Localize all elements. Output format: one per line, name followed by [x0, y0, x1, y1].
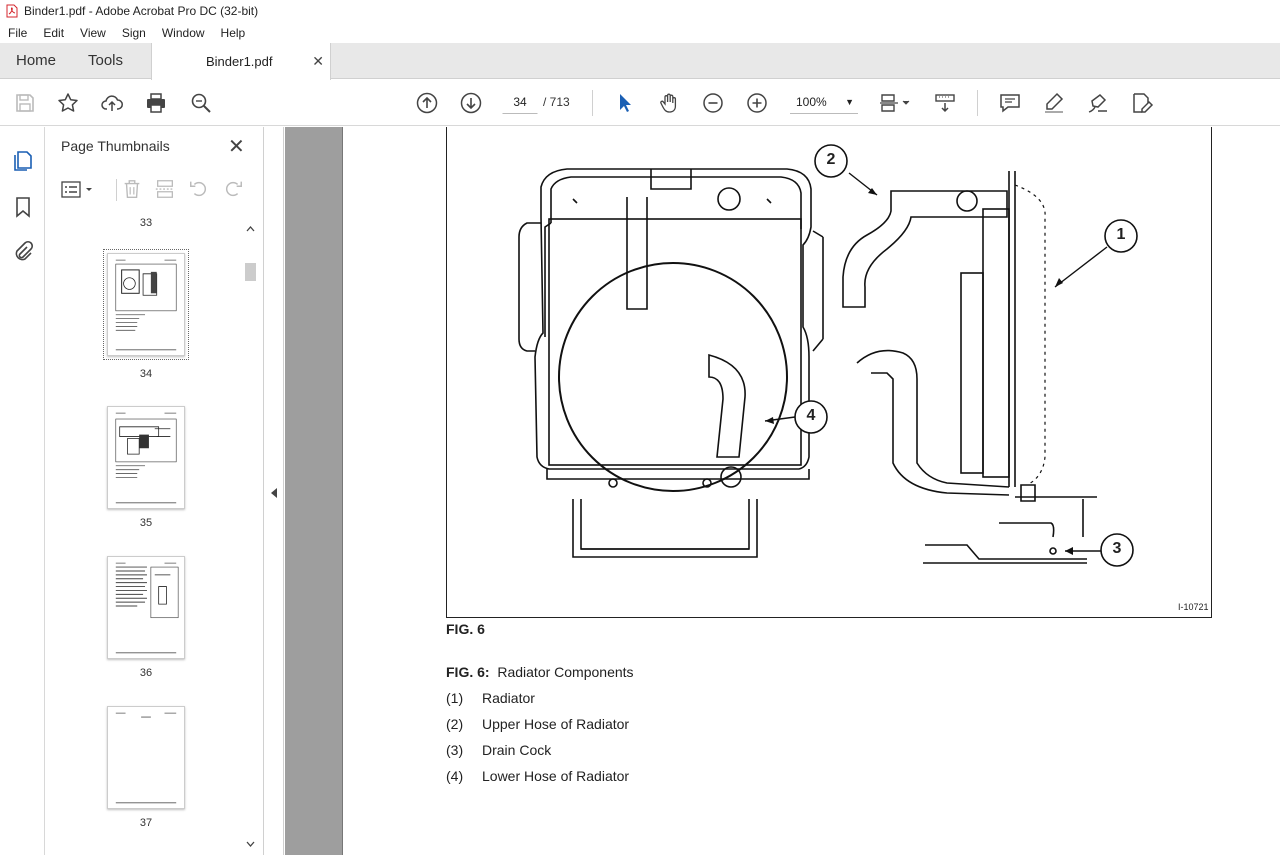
- legend-number: (4): [446, 768, 464, 784]
- menu-file[interactable]: File: [8, 25, 28, 40]
- thumbnail-page-number: 36: [139, 667, 153, 679]
- thumbnail-page-35[interactable]: [107, 406, 185, 509]
- insert-page-icon[interactable]: [154, 178, 176, 200]
- upload-icon[interactable]: [99, 90, 125, 116]
- thumbnail-page-37[interactable]: [107, 706, 185, 809]
- zoom-in-icon[interactable]: [744, 90, 770, 116]
- document-tab-label: Binder1.pdf: [206, 54, 273, 69]
- legend-item: (2) Upper Hose of Radiator: [446, 716, 629, 732]
- callout-3-label: 3: [1112, 540, 1122, 557]
- tab-tools[interactable]: Tools: [88, 52, 124, 69]
- panel-title: Page Thumbnails: [61, 138, 170, 154]
- tools-divider: [116, 179, 117, 201]
- title-bar: Binder1.pdf - Adobe Acrobat Pro DC (32-b…: [0, 0, 1280, 22]
- options-menu-icon[interactable]: [61, 179, 95, 201]
- figure-caption: FIG. 6: Radiator Components: [446, 664, 634, 680]
- thumbnail-page-36[interactable]: [107, 556, 185, 659]
- legend-item: (3) Drain Cock: [446, 742, 551, 758]
- close-tab-icon[interactable]: ✕: [312, 53, 324, 69]
- page-total: / 713: [543, 95, 570, 109]
- legend-number: (3): [446, 742, 464, 758]
- page-thumbnails-icon[interactable]: [11, 149, 35, 173]
- tab-home[interactable]: Home: [16, 52, 57, 69]
- zoom-dropdown[interactable]: 100% ▼: [790, 90, 858, 114]
- thumbnail-page-34[interactable]: [103, 249, 189, 360]
- figure-frame: 2 1 3 4: [446, 127, 1212, 618]
- chevron-down-icon: ▼: [845, 96, 854, 107]
- rotate-left-icon[interactable]: [188, 178, 210, 200]
- callout-2: [814, 144, 848, 178]
- delete-icon[interactable]: [121, 178, 143, 200]
- thumbnail-page-number: 35: [139, 517, 153, 529]
- hand-icon[interactable]: [656, 90, 682, 116]
- figure-label: FIG. 6: [446, 621, 485, 637]
- thumbnail-page-number: 37: [139, 817, 153, 829]
- tab-bar: Home Tools Binder1.pdf ✕: [0, 43, 1280, 80]
- highlight-icon[interactable]: [1041, 90, 1067, 116]
- bookmark-icon[interactable]: [11, 195, 35, 219]
- page-up-icon[interactable]: [414, 90, 440, 116]
- legend-item: (1) Radiator: [446, 690, 535, 706]
- thumbnail-tools: [61, 177, 251, 203]
- caption-label: FIG. 6:: [446, 664, 490, 680]
- legend-text: Lower Hose of Radiator: [482, 768, 630, 784]
- callout-4-label: 4: [806, 407, 816, 424]
- menu-help[interactable]: Help: [220, 25, 246, 40]
- menu-edit[interactable]: Edit: [43, 25, 65, 40]
- callout-1: [1104, 219, 1138, 253]
- sign-icon[interactable]: [1085, 90, 1111, 116]
- toolbar-divider: [592, 90, 593, 116]
- navigation-rail: [0, 127, 45, 855]
- caption-text: Radiator Components: [497, 664, 634, 680]
- menu-bar: File Edit View Sign Window Help: [0, 22, 1280, 43]
- close-panel-icon[interactable]: ✕: [228, 136, 245, 158]
- thumbnail-page-number: 34: [139, 368, 153, 380]
- legend-text: Radiator: [482, 690, 535, 706]
- toolbar-divider: [977, 90, 978, 116]
- radiator-diagram: [518, 144, 1138, 567]
- legend-number: (2): [446, 716, 464, 732]
- comment-icon[interactable]: [997, 90, 1023, 116]
- collapse-panel-handle[interactable]: [264, 127, 284, 855]
- search-icon[interactable]: [188, 90, 214, 116]
- menu-window[interactable]: Window: [161, 25, 205, 40]
- window-title: Binder1.pdf - Adobe Acrobat Pro DC (32-b…: [24, 4, 259, 18]
- callout-1-label: 1: [1116, 226, 1126, 243]
- edit-pdf-icon[interactable]: [1129, 90, 1155, 116]
- tab-document[interactable]: Binder1.pdf ✕: [151, 43, 331, 80]
- thumbnail-list: 33 34 35 36 37: [45, 215, 245, 855]
- figure-id: I-10721: [1178, 602, 1209, 612]
- callout-4: [794, 400, 828, 434]
- legend-text: Drain Cock: [482, 742, 552, 758]
- legend-text: Upper Hose of Radiator: [482, 716, 630, 732]
- page-number-input[interactable]: 34: [502, 90, 538, 114]
- legend-number: (1): [446, 690, 464, 706]
- collapse-arrow-icon: [271, 488, 277, 498]
- zoom-value: 100%: [796, 94, 827, 109]
- legend-item: (4) Lower Hose of Radiator: [446, 768, 629, 784]
- rotate-right-icon[interactable]: [222, 178, 244, 200]
- callout-2-label: 2: [826, 151, 836, 168]
- callout-3: [1100, 533, 1134, 567]
- save-icon[interactable]: [12, 90, 38, 116]
- print-icon[interactable]: [143, 90, 169, 116]
- thumbnail-scrollbar[interactable]: [243, 218, 258, 855]
- page-thumbnails-panel: Page Thumbnails ✕ 33 34 35 36 37: [45, 127, 264, 855]
- thumbnail-page-number: 33: [139, 217, 153, 229]
- zoom-out-icon[interactable]: [700, 90, 726, 116]
- scroll-mode-icon[interactable]: [932, 90, 958, 116]
- menu-sign[interactable]: Sign: [121, 25, 146, 40]
- main-toolbar: [0, 80, 1280, 126]
- page-down-icon[interactable]: [458, 90, 484, 116]
- fit-page-icon[interactable]: [876, 90, 912, 116]
- star-icon[interactable]: [55, 90, 81, 116]
- menu-view[interactable]: View: [80, 25, 106, 40]
- select-cursor-icon[interactable]: [612, 90, 638, 116]
- attachment-icon[interactable]: [11, 240, 35, 264]
- acrobat-app-icon: [6, 4, 18, 18]
